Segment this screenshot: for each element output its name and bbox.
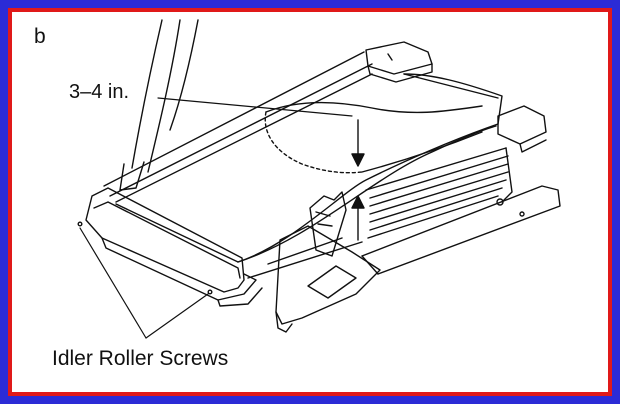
measurement-label: 3–4 in. [69,81,130,103]
measurement-arrows [351,119,365,241]
belt-lift-contour [264,101,483,174]
incline-bracket [275,225,381,333]
rear-endcap [365,41,433,83]
deck-left-rail [103,51,373,203]
upright-post [119,19,199,191]
deck-right-slats [365,147,513,239]
inner-frame: b 3–4 in. Idler Roller Screws [8,8,612,396]
panel-letter: b [34,25,46,48]
belt-spacer-block [309,191,347,257]
treadmill-illustration [77,19,561,339]
front-endcap [77,187,263,307]
rear-right-endcap [497,105,547,153]
base-frame [247,185,561,279]
leader-lines [79,97,353,339]
idler-roller-screws-label: Idler Roller Screws [52,347,229,370]
walking-belt [115,73,503,263]
